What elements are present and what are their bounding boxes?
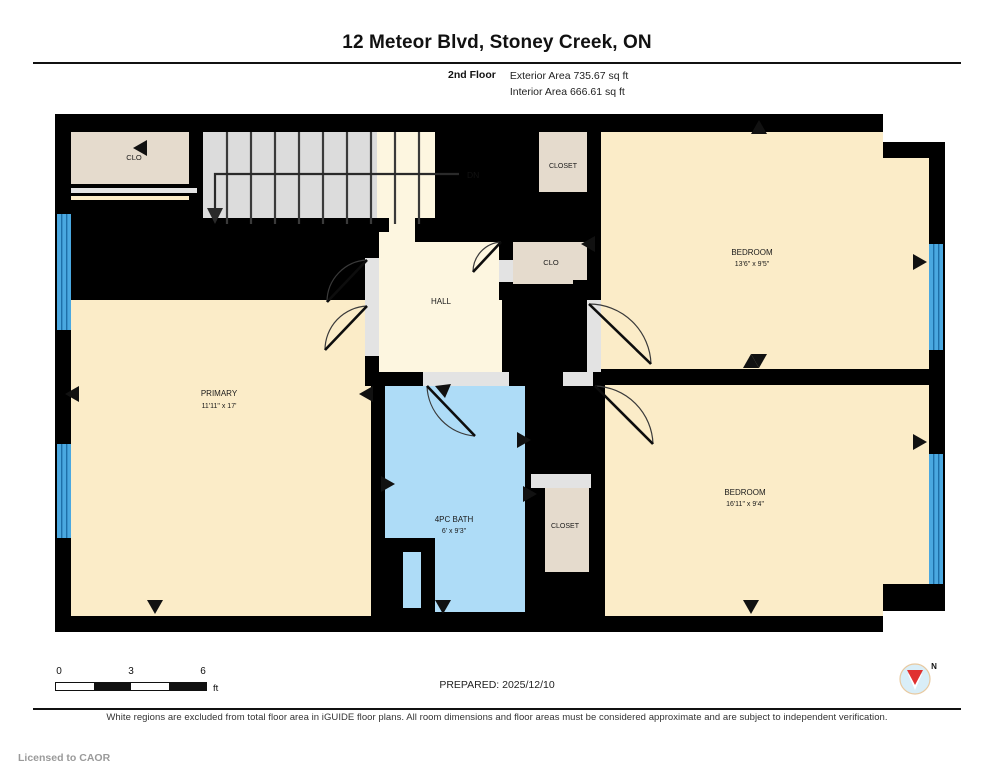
door-leaves — [324, 241, 654, 445]
stairs-direction-arrow — [213, 172, 459, 210]
door-openings — [71, 188, 601, 488]
label-bedroom-lower: BEDROOM — [724, 488, 766, 497]
header-divider — [33, 62, 961, 64]
window-left-lower — [57, 444, 71, 538]
room-fill-closet-bottom — [543, 488, 589, 572]
label-clo-top-left: CLO — [126, 153, 142, 162]
room-fill-bath — [385, 384, 525, 612]
area-values: Exterior Area 735.67 sq ft Interior Area… — [510, 68, 628, 100]
label-clo-mid: CLO — [543, 258, 559, 267]
room-fill-bedroom-lower — [601, 384, 929, 616]
scale-unit: ft — [213, 683, 219, 694]
room-fill-clo-top-left — [71, 132, 197, 194]
prepared-date: PREPARED: 2025/12/10 — [439, 679, 555, 691]
label-closet-top: CLOSET — [549, 163, 578, 170]
label-bedroom-upper-dims: 13'6" x 9'5" — [735, 261, 770, 268]
label-bedroom-lower-dims: 16'11" x 9'4" — [726, 501, 764, 508]
room-labels: CLO PRIMARY 11'11" x 17' HALL CLOSET CLO… — [126, 153, 773, 535]
label-bath: 4PC BATH — [435, 515, 474, 524]
exterior-area: Exterior Area 735.67 sq ft — [509, 70, 629, 82]
window-right-lower — [929, 454, 943, 584]
window-left-upper — [57, 214, 71, 330]
scale-seg-4 — [168, 683, 206, 690]
room-fill-hall-top — [377, 132, 435, 226]
room-fill-primary — [71, 302, 371, 616]
footer-divider — [33, 708, 961, 710]
stairs-arrow-head — [207, 208, 223, 224]
compass-needle-red — [907, 670, 923, 685]
label-bedroom-upper: BEDROOM — [731, 248, 773, 257]
room-fill-hall — [377, 224, 502, 372]
scale-tick-6: 6 — [200, 666, 206, 677]
label-hall: HALL — [431, 297, 452, 306]
stairs-dn-label: DN — [467, 170, 479, 180]
license-text: Licensed to CAOR — [18, 752, 111, 764]
label-closet-bottom: CLOSET — [551, 523, 580, 530]
window-right-upper — [929, 244, 943, 350]
compass-rose: N — [896, 658, 942, 698]
label-primary-dims: 11'11" x 17' — [202, 403, 237, 410]
floor-label: 2nd Floor — [448, 69, 496, 81]
room-fill-primary-upper — [71, 300, 371, 310]
room-fill-bedroom-upper — [601, 132, 929, 369]
area-summary: 2nd Floor Exterior Area 735.67 sq ft Int… — [448, 68, 628, 100]
interior-area: Interior Area 666.61 sq ft — [509, 86, 625, 98]
scale-track — [55, 682, 207, 691]
door-swings — [324, 241, 654, 445]
stair-treads — [225, 132, 421, 224]
interior-walls — [71, 124, 929, 622]
label-primary: PRIMARY — [201, 389, 238, 398]
view-direction-arrows — [65, 120, 927, 614]
scale-tick-labels: 0 3 6 — [55, 666, 230, 679]
room-fill-closet-top — [539, 132, 587, 198]
scale-bar: 0 3 6 ft — [55, 666, 230, 696]
clo-top-left-threshold — [71, 194, 197, 200]
label-bath-dims: 6' x 9'3" — [442, 528, 467, 535]
scale-seg-2 — [93, 683, 131, 690]
compass-north-label: N — [931, 662, 937, 671]
scale-tick-3: 3 — [128, 666, 134, 677]
windows — [57, 214, 943, 584]
room-fill-clo-mid — [513, 240, 587, 284]
floor-plan-drawing: DN — [55, 114, 945, 632]
scale-tick-0: 0 — [56, 666, 62, 677]
page-title: 12 Meteor Blvd, Stoney Creek, ON — [342, 32, 652, 53]
disclaimer-text: White regions are excluded from total fl… — [106, 712, 888, 723]
